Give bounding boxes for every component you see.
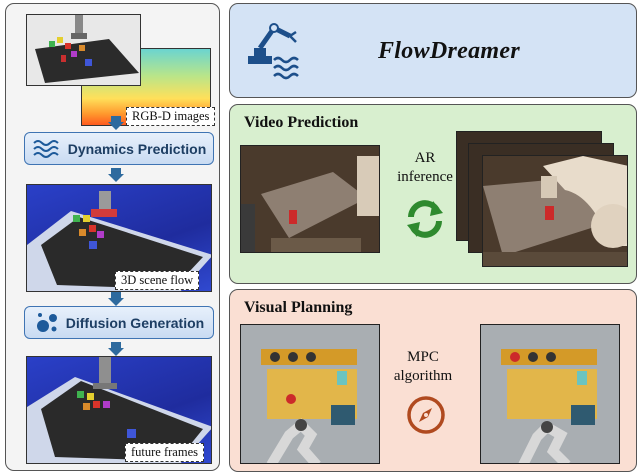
mpc-text: MPC — [407, 349, 439, 365]
down-arrow-icon — [108, 168, 124, 182]
video-prediction-panel: Video Prediction AR inference — [229, 104, 637, 284]
down-arrow-icon — [108, 292, 124, 306]
ar-text: AR — [414, 150, 436, 166]
compass-icon — [407, 396, 445, 434]
workbench-goal-drawing — [481, 325, 619, 463]
workbench-scene-drawing — [241, 325, 379, 463]
down-arrow-icon — [108, 116, 124, 130]
app-title: FlowDreamer — [378, 38, 520, 64]
kitchen-scene-drawing — [241, 146, 379, 252]
visual-planning-panel: Visual Planning MPC algorithm — [229, 289, 637, 472]
inference-text: inference — [397, 169, 453, 185]
diffusion-generation-step: Diffusion Generation — [24, 306, 214, 339]
scene-flow-label: 3D scene flow — [115, 271, 200, 290]
scene-flow-image: 3D scene flow — [26, 184, 212, 292]
down-arrow-icon — [108, 342, 124, 356]
predicted-frame-front — [482, 155, 628, 267]
video-prediction-title: Video Prediction — [244, 114, 359, 131]
diffusion-generation-label: Diffusion Generation — [65, 314, 205, 331]
rgb-image — [26, 14, 141, 86]
rgb-scene-drawing — [35, 15, 139, 83]
robot-arm-waves-icon — [248, 23, 299, 80]
planning-start-frame — [240, 324, 380, 464]
waves-icon — [33, 139, 59, 158]
algorithm-text: algorithm — [393, 368, 453, 384]
dynamics-prediction-step: Dynamics Prediction — [24, 132, 214, 165]
ar-inference-text: AR inference — [380, 149, 470, 187]
pipeline-panel: RGB-D images Dynamics Prediction 3D scen… — [5, 3, 220, 471]
rgbd-label: RGB-D images — [126, 107, 216, 126]
title-panel: FlowDreamer — [229, 3, 637, 98]
robot-kitchen-drawing — [483, 156, 627, 266]
mpc-algorithm-text: MPC algorithm — [378, 348, 468, 386]
dynamics-prediction-label: Dynamics Prediction — [67, 140, 207, 157]
rgbd-images: RGB-D images — [26, 14, 216, 126]
future-frames-label: future frames — [125, 443, 204, 462]
future-frames-image: future frames — [26, 356, 212, 464]
visual-planning-title: Visual Planning — [244, 299, 353, 316]
circular-arrows-icon — [407, 200, 443, 238]
future-frames-drawing — [27, 357, 211, 463]
input-video-frame — [240, 145, 380, 253]
planning-goal-frame — [480, 324, 620, 464]
bubbles-icon — [36, 312, 57, 332]
